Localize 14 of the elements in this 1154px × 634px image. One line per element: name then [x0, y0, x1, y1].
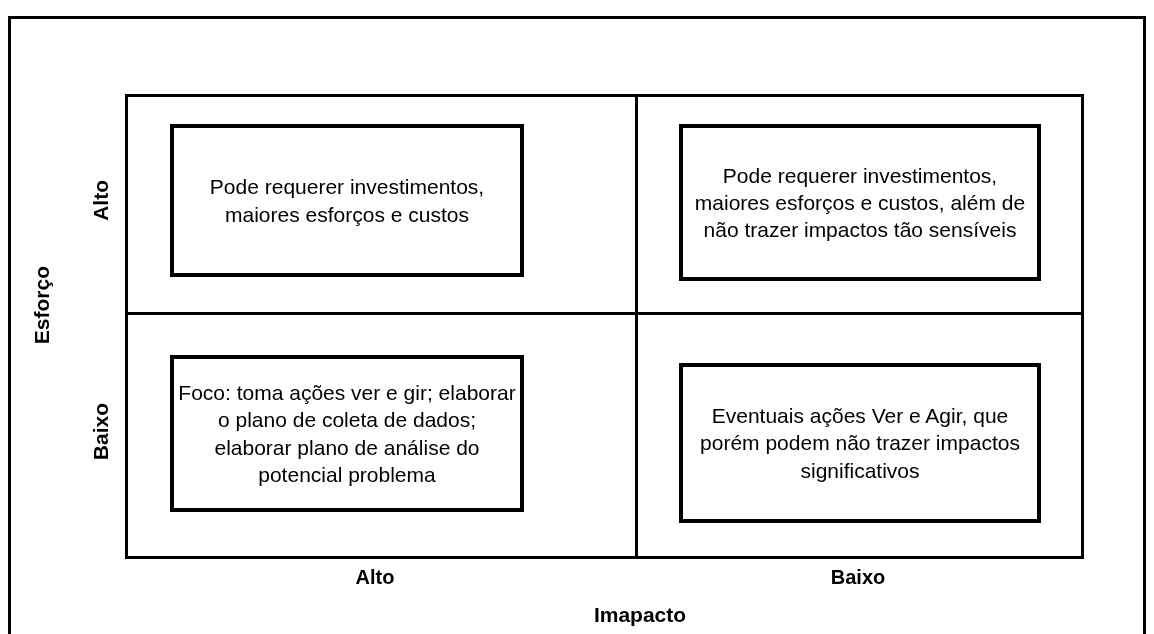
- axis-label: Imapacto: [593, 602, 687, 629]
- text-box: Foco: toma ações ver e gir; elaborar o plano de coleta de dados; elaborar plano de análise do potencial problema: [170, 355, 524, 512]
- quadrant-cell: [125, 312, 638, 559]
- text-box: Pode requerer investimentos, maiores esforços e custos, além de não trazer impactos tão sensíveis: [679, 124, 1041, 281]
- axis-label: Alto: [88, 179, 114, 221]
- text-box: Eventuais ações Ver e Agir, que porém podem não trazer impactos significativos: [679, 363, 1041, 523]
- quadrant-cell: [635, 94, 1084, 315]
- axis-label: Alto: [355, 565, 395, 590]
- axis-label: Esforço: [29, 265, 55, 345]
- axis-label: Baixo: [88, 403, 114, 461]
- axis-label: Baixo: [830, 565, 886, 590]
- quadrant-cell: [635, 312, 1084, 559]
- quadrant-cell: [125, 94, 638, 315]
- text-box: Pode requerer investimentos, maiores esforços e custos: [170, 124, 524, 277]
